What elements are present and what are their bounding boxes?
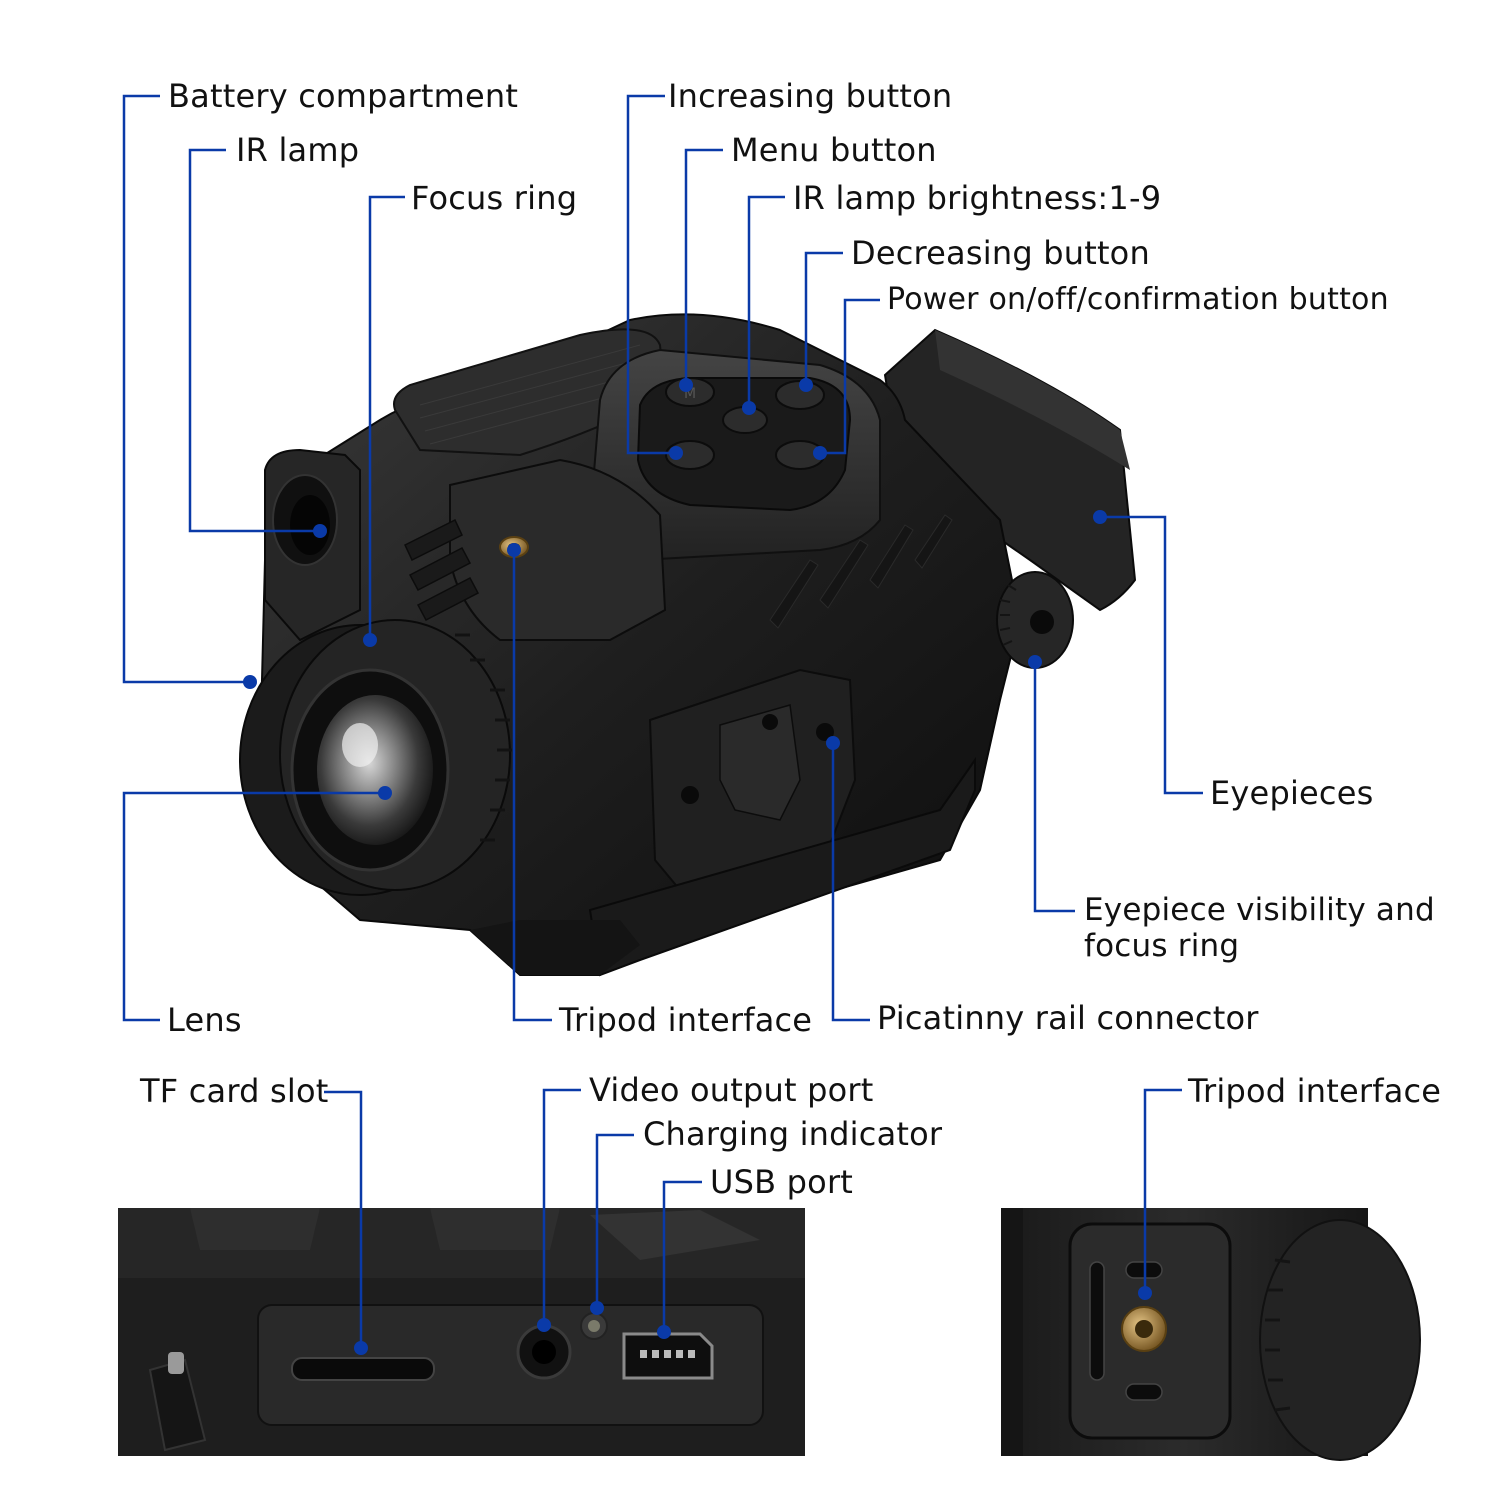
leader-tf-card: [324, 1090, 363, 1348]
leader-menu: [684, 148, 723, 385]
tripod-inset: [1001, 1208, 1421, 1461]
anchor-menu: [679, 378, 693, 392]
label-ir-lamp-brightness: IR lamp brightness:1-9: [793, 179, 1162, 217]
anchor-focus-ring: [363, 633, 377, 647]
leader-tripod-main: [512, 550, 552, 1022]
anchor-tripod-main: [507, 543, 521, 557]
leader-lens: [122, 791, 385, 1022]
anchor-video-out: [537, 1318, 551, 1332]
anchor-picatinny: [826, 736, 840, 750]
label-tripod-interface-inset: Tripod interface: [1188, 1072, 1442, 1110]
anchor-power: [813, 446, 827, 460]
label-usb-port: USB port: [710, 1163, 854, 1201]
label-tf-card-slot: TF card slot: [140, 1072, 329, 1110]
anchor-eyepieces: [1093, 510, 1107, 524]
leader-eyepiece-focus: [1033, 662, 1075, 913]
leader-video-out: [542, 1088, 581, 1325]
label-video-output-port: Video output port: [589, 1071, 874, 1109]
leader-focus-ring: [368, 195, 405, 640]
leader-eyepieces: [1100, 515, 1203, 795]
label-menu-button: Menu button: [731, 131, 937, 169]
label-decreasing-button: Decreasing button: [851, 234, 1150, 272]
label-eyepiece-focus-line1: Eyepiece visibility and: [1084, 892, 1435, 928]
label-lens: Lens: [167, 1001, 242, 1039]
anchor-tf-card: [354, 1341, 368, 1355]
anchor-ir-brightness: [742, 401, 756, 415]
anchor-charging: [590, 1301, 604, 1315]
anchor-eyepiece-focus: [1028, 655, 1042, 669]
anchor-battery: [243, 675, 257, 689]
anchor-decreasing: [799, 378, 813, 392]
leader-power: [820, 298, 880, 455]
leader-tripod-inset: [1143, 1088, 1182, 1293]
anchor-increasing: [669, 446, 683, 460]
label-picatinny-rail: Picatinny rail connector: [877, 999, 1259, 1037]
leader-usb: [662, 1180, 702, 1332]
label-ir-lamp: IR lamp: [236, 131, 360, 169]
leader-increasing: [626, 94, 676, 455]
leader-ir-brightness: [747, 195, 785, 408]
label-focus-ring: Focus ring: [411, 179, 578, 217]
leader-charging: [595, 1133, 634, 1308]
anchor-lens: [378, 786, 392, 800]
leader-battery: [122, 94, 250, 684]
anchor-tripod-inset: [1138, 1286, 1152, 1300]
anchor-usb: [657, 1325, 671, 1339]
device-body: M: [239, 313, 1137, 977]
label-eyepieces: Eyepieces: [1210, 774, 1374, 812]
leader-decreasing: [804, 251, 843, 385]
leader-ir-lamp: [188, 148, 320, 533]
label-power-button: Power on/off/confirmation button: [887, 282, 1389, 317]
anchor-ir-lamp: [313, 524, 327, 538]
label-charging-indicator: Charging indicator: [643, 1115, 943, 1153]
leader-lines: [122, 94, 1203, 1355]
leader-picatinny: [831, 743, 870, 1022]
label-increasing-button: Increasing button: [668, 77, 953, 115]
ports-inset: [118, 1208, 805, 1456]
label-eyepiece-focus-line2: focus ring: [1084, 928, 1240, 964]
label-tripod-interface-main: Tripod interface: [559, 1001, 813, 1039]
label-battery-compartment: Battery compartment: [168, 77, 519, 115]
